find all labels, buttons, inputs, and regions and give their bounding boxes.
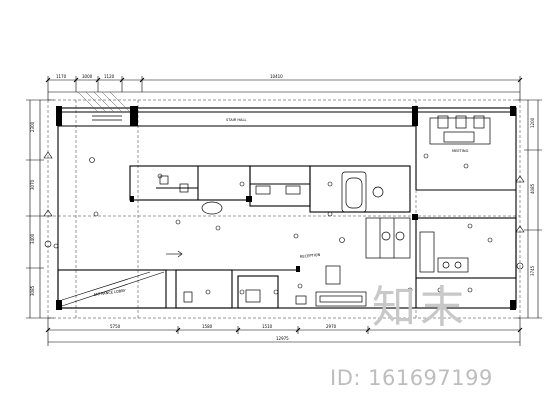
hatch-band: [77, 91, 131, 113]
section-markers: [43, 151, 525, 270]
light-fixtures: [53, 153, 493, 295]
dim-top-2: 3000: [82, 74, 93, 79]
ramp: [61, 271, 165, 307]
wall-fills: [56, 106, 516, 310]
dim-left-1: 2300: [30, 121, 35, 132]
dim-bottom-4: 2970: [326, 324, 337, 329]
dim-top-1: 1170: [56, 74, 67, 79]
furniture: [92, 115, 491, 307]
dim-top-3: 1120: [104, 74, 115, 79]
dim-bottom-total: 12975: [276, 336, 289, 341]
dim-left-4: 3085: [30, 285, 35, 296]
label-entrance: ENTRANCE LOBBY: [94, 288, 127, 297]
dim-right-1: 1200: [530, 117, 535, 128]
dim-left-3: 3400: [30, 233, 35, 244]
walls: [57, 107, 517, 309]
room-labels: ENTRANCE LOBBY RECEPTION STAIR HALL MEET…: [94, 118, 469, 297]
dim-bottom-3: 1510: [262, 324, 273, 329]
watermark-id: ID: 161697199: [330, 366, 493, 390]
dim-bottom-2: 1580: [202, 324, 213, 329]
direction-arrows: [166, 250, 183, 258]
label-stair-hall: STAIR HALL: [226, 118, 247, 122]
dim-top-4: 10410: [270, 74, 283, 79]
label-reception: RECEPTION: [300, 253, 321, 259]
axis-grid: [47, 99, 521, 319]
dimension-labels: 1170 3000 1120 10410 5750 1580 1510 2970…: [30, 74, 535, 341]
watermark-brand: 知末: [372, 282, 468, 333]
dimension-ticks: [45, 77, 523, 333]
dim-left-2: 3070: [30, 179, 35, 190]
label-meeting: MEETING: [452, 149, 469, 153]
dim-right-3: 3745: [530, 265, 535, 276]
dim-right-2: 4085: [530, 183, 535, 194]
dim-bottom-1: 5750: [110, 324, 121, 329]
